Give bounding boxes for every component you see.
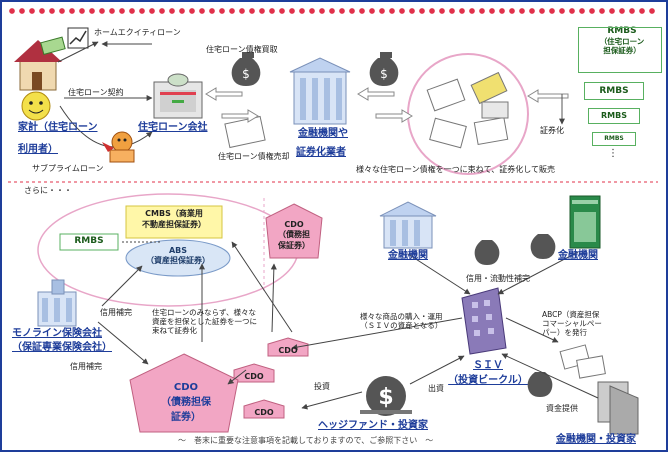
rmbs-title: RMBS （住宅ローン 担保証券）	[590, 26, 654, 55]
rmbs-bottom-box: RMBS	[74, 236, 104, 246]
abcp-line-2: コマーシャルペー	[542, 319, 602, 328]
fi-label-2: 証券化業者	[296, 147, 346, 158]
securitize-label: 証券化	[540, 126, 564, 135]
funding-label: 資金提供	[546, 404, 578, 413]
loan-company-label: 住宅ローン会社	[138, 122, 208, 133]
siv-label: ＳＩＶ （投資ビークル）	[448, 356, 528, 386]
household-label-1: 家計（住宅ローン	[18, 122, 98, 133]
household-icon	[21, 91, 51, 121]
contribute-label: 出資	[428, 384, 444, 393]
abs-line-1: ABS	[168, 246, 188, 255]
svg-text:$: $	[380, 67, 388, 81]
siv-assets-note: 様々な商品の購入・運用 （ＳＩＶの資産となる）	[360, 312, 443, 330]
cdo-small-line-2: （債務担	[278, 230, 310, 239]
rmbs-box-2: RMBS	[588, 108, 640, 124]
footer-note: ～ 巻末に重要な注意事項を記載しておりますので、ご参照下さい ～	[178, 436, 434, 445]
monoline-label-2: （保証専業保険会社）	[12, 342, 112, 353]
furthermore-label: さらに・・・	[24, 186, 72, 195]
cdo-small-pentagon: CDO （債務担 保証券）	[266, 220, 322, 251]
cdo-small-line-3: 保証券）	[278, 241, 310, 250]
cmbs-box: CMBS（商業用 不動産担保証券）	[126, 208, 222, 230]
svg-text:$: $	[378, 385, 393, 410]
multi-asset-line-1: 住宅ローンのみならず、様々な	[152, 308, 256, 317]
loan-purchase-label: 住宅ローン債権買取	[206, 45, 278, 54]
home-equity-label: ホームエクイティローン	[94, 28, 181, 37]
money-bag-icon: $	[369, 52, 399, 86]
credit-liquidity-label: 信用・流動性補完	[466, 274, 530, 283]
cdo-tag-1: CDO	[278, 346, 298, 355]
cdo-big-line-2: （債務担保	[161, 397, 211, 408]
fi-investors-label: 金融機関・投資家	[556, 434, 636, 445]
bank-tower-icon	[569, 195, 601, 249]
rmbs-title-line-2: （住宅ローン	[599, 36, 645, 46]
rmbs-continuation-dots: ⋮	[608, 148, 618, 159]
siv-label-line-1: ＳＩＶ	[473, 360, 503, 371]
cdo-tag-3: CDO	[254, 408, 274, 417]
household-label-2: 利用者）	[18, 144, 58, 155]
subprime-label: サブプライムローン	[32, 164, 104, 173]
bank-label-1: 金融機関	[388, 250, 428, 261]
rmbs-title-line-3: 担保証券）	[603, 45, 641, 55]
siv-label-line-2: （投資ビークル）	[448, 375, 528, 386]
cdo-big-line-3: 証券）	[171, 412, 201, 423]
siv-assets-line-1: 様々な商品の購入・運用	[360, 312, 443, 321]
fi-label-1: 金融機関や	[298, 128, 348, 139]
money-hand-icon	[40, 36, 66, 55]
abcp-line-3: パー）を発行	[542, 328, 587, 337]
rmbs-box-3: RMBS	[592, 132, 636, 146]
house-icon	[14, 40, 62, 91]
cmbs-line-2: 不動産担保証券）	[142, 220, 206, 229]
cdo-big-pentagon: CDO （債務担保 証券）	[138, 382, 234, 423]
multi-asset-note: 住宅ローンのみならず、様々な 資産を担保とした証券を一つに 束ねて証券化	[152, 308, 257, 335]
siv-building-icon	[461, 287, 507, 355]
svg-text:$: $	[242, 67, 250, 81]
subprime-character-icon	[102, 131, 135, 163]
monoline-label-1: モノライン保険会社	[12, 328, 102, 339]
multi-asset-line-3: 束ねて証券化	[152, 326, 197, 335]
rmbs-title-box	[578, 27, 662, 73]
bank-label-2: 金融機関	[558, 250, 598, 261]
rmbs-box-1: RMBS	[584, 82, 644, 100]
hedge-fund-label: ヘッジファンド・投資家	[318, 420, 428, 431]
chart-icon	[67, 27, 89, 49]
abs-ellipse: ABS （資産担保証券）	[126, 246, 230, 266]
investor-building-icon	[597, 381, 639, 435]
loan-sale-label: 住宅ローン債権売却	[218, 152, 290, 161]
multi-asset-line-2: 資産を担保とした証券を一つに	[152, 317, 257, 326]
bank-building-icon	[379, 201, 437, 249]
decorative-dot-border	[8, 7, 658, 15]
bundle-label: 様々な住宅ローン債権を一つに束ねて、証券化して販売	[356, 165, 555, 174]
contract-label: 住宅ローン契約	[68, 88, 124, 97]
credit-enhance-label-1: 信用補完	[100, 308, 132, 317]
abs-line-2: （資産担保証券）	[146, 256, 210, 265]
money-bag-icon: $	[231, 52, 261, 86]
siv-assets-line-2: （ＳＩＶの資産となる）	[360, 321, 443, 330]
abcp-note: ABCP（資産担保 コマーシャルペー パー）を発行	[542, 310, 602, 337]
bank-building-icon	[289, 57, 351, 125]
monoline-building-icon	[37, 279, 77, 327]
cdo-small-line-1: CDO	[284, 220, 304, 229]
credit-enhance-label-2: 信用補完	[70, 362, 102, 371]
rmbs-title-line-1: RMBS	[607, 26, 637, 36]
cmbs-line-1: CMBS（商業用	[145, 209, 203, 218]
abcp-line-1: ABCP（資産担保	[542, 310, 600, 319]
loan-company-icon	[153, 73, 203, 119]
invest-label: 投資	[314, 382, 330, 391]
cdo-tag-2: CDO	[244, 372, 264, 381]
hedge-fund-icon: $	[360, 376, 412, 416]
cdo-big-line-1: CDO	[173, 382, 199, 393]
